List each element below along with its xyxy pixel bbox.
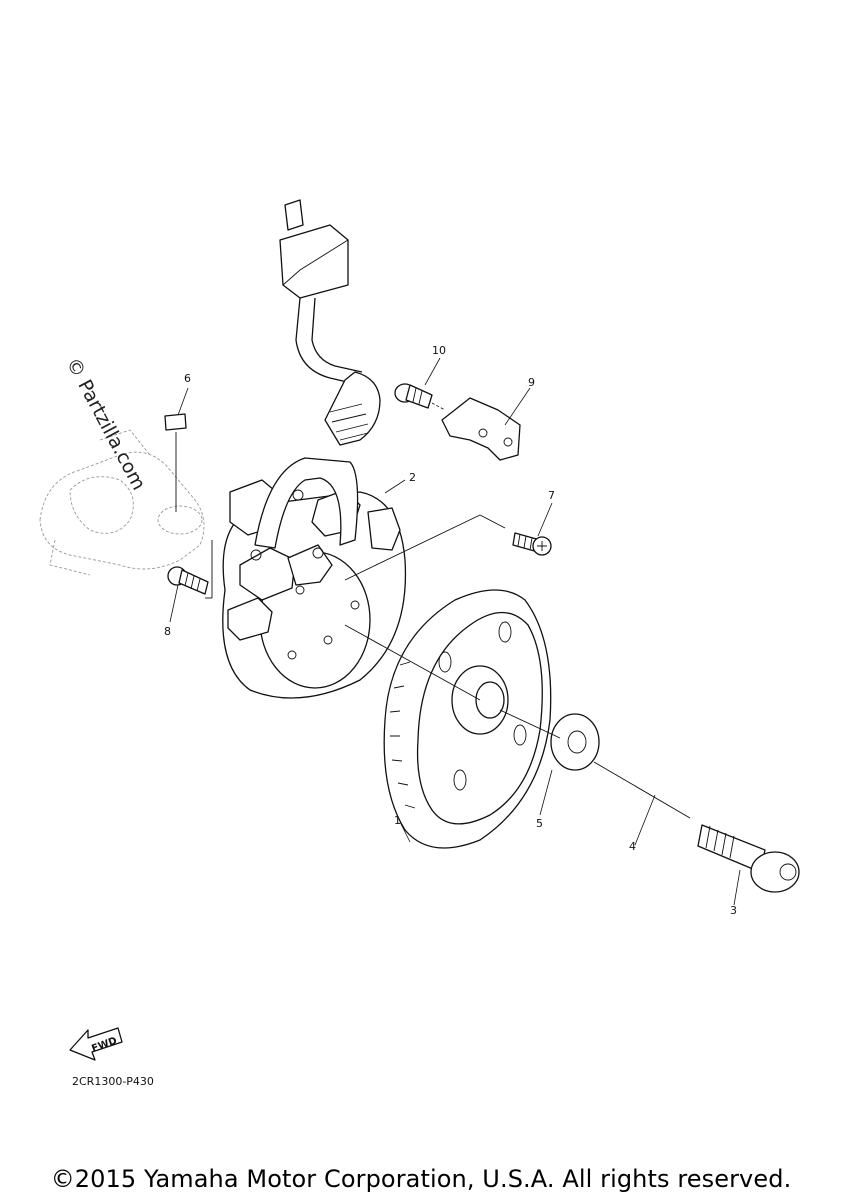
callout-1: 1	[394, 814, 401, 827]
copyright-notice: ©2015 Yamaha Motor Corporation, U.S.A. A…	[50, 1165, 792, 1193]
callout-10: 10	[432, 344, 446, 357]
callout-4: 4	[629, 840, 636, 853]
bolt-8	[167, 566, 209, 595]
engine-ghost-outline	[39, 429, 205, 576]
callout-9: 9	[528, 376, 535, 389]
callout-5: 5	[536, 817, 543, 830]
washer	[550, 713, 600, 771]
callout-6: 6	[184, 372, 191, 385]
callout-labels: 1 2 3 4 5 6 7 8 9 10	[164, 344, 737, 917]
assembly-lines	[175, 432, 561, 739]
diagram-code: 2CR1300-P430	[72, 1075, 154, 1088]
rotor-bolt	[697, 824, 800, 893]
screw-7	[512, 532, 552, 556]
callout-8: 8	[164, 625, 171, 638]
leader-lines	[169, 357, 741, 906]
wire-grommet	[324, 371, 381, 446]
fwd-arrow-icon: FWD	[69, 1027, 123, 1061]
stator-assembly	[222, 457, 407, 699]
callout-3: 3	[730, 904, 737, 917]
woodruff-key	[593, 761, 691, 819]
callout-2: 2	[409, 471, 416, 484]
dowel-pin	[164, 413, 187, 431]
watermark-text: © Partzilla.com	[62, 354, 150, 494]
rotor-flywheel	[383, 589, 552, 849]
callout-7: 7	[548, 489, 555, 502]
stator-connector	[279, 199, 363, 386]
bolt-10	[394, 383, 446, 411]
clamp-9	[441, 397, 521, 461]
